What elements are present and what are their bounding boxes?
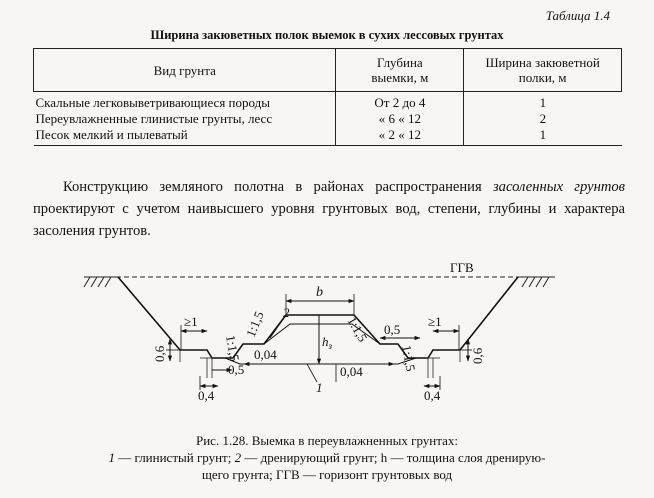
italic-term: засоленных грунтов [492, 179, 625, 195]
dim-ge1-right: ≥1 [428, 314, 442, 329]
table-cell: От 2 до 4 [335, 91, 464, 111]
table-row: Переувлажненные глинистые грунты, лесс «… [34, 111, 622, 127]
dim-004-right: 0,04 [340, 364, 363, 379]
body-paragraph: Конструкцию земляного полотна в районах … [33, 179, 625, 239]
table-cell: Песок мелкий и пылеватый [33, 127, 336, 146]
dim-ge1-left: ≥1 [184, 314, 198, 329]
cut-profile-line [117, 276, 519, 359]
table-cell: Переувлажненные глинистые грунты, лесс [35, 111, 273, 126]
label-1: 1 [316, 380, 323, 395]
dim-05-right: 0,5 [384, 322, 400, 337]
slope-label-left: 1:1,5 [223, 334, 242, 363]
table-number: Таблица 1.4 [545, 8, 610, 23]
dim-04-left: 0,4 [198, 388, 215, 403]
header-soil-type: Вид грунта [32, 48, 337, 92]
ground-surface-hatch [83, 276, 555, 288]
table-cell: 1 [463, 91, 622, 111]
label-2: 2 [283, 305, 290, 320]
table-cell: 2 [463, 111, 622, 127]
cut-cross-section-figure: ГГВ b ≥1 [83, 260, 555, 403]
ggv-label: ГГВ [450, 260, 474, 275]
caption-legend-line-1: 1 — глинистый грунт; 2 — дренирующий гру… [108, 450, 546, 465]
table-title: Ширина закюветных полок выемок в сухих л… [150, 28, 504, 42]
slope-label-right: 1:1,5 [399, 344, 418, 373]
dim-04-right: 0,4 [424, 388, 441, 403]
caption-title: Рис. 1.28. Выемка в переувлажненных грун… [196, 433, 458, 448]
dim-05-left: 0,5 [228, 362, 244, 377]
dim-b-label: b [316, 285, 323, 300]
ditch-hatch [179, 350, 461, 378]
slope-label-mid-left: 1:1,5 [243, 309, 267, 339]
dim-06-left: 0,6 [152, 345, 167, 362]
table-row: Песок мелкий и пылеватый « 2 « 12 1 [33, 127, 622, 146]
dim-004-left: 0,04 [254, 347, 277, 362]
slope-label-mid-right: 1:1,5 [344, 314, 370, 344]
h-label: hз [322, 334, 333, 351]
caption-legend-line-2: щего грунта; ГГВ — горизонт грунтовых во… [201, 467, 453, 482]
table-cell: « 6 « 12 [335, 111, 464, 127]
dim-06-right: 0,6 [470, 347, 485, 364]
table-cell: « 2 « 12 [335, 127, 464, 146]
table-cell: Скальные легковыветривающиеся породы [35, 95, 271, 110]
table-row: Скальные легковыветривающиеся породы От … [34, 91, 622, 111]
drainage-layer-inner [263, 323, 381, 345]
table-cell: 1 [463, 127, 622, 146]
figure-caption: Рис. 1.28. Выемка в переувлажненных грун… [0, 432, 654, 483]
